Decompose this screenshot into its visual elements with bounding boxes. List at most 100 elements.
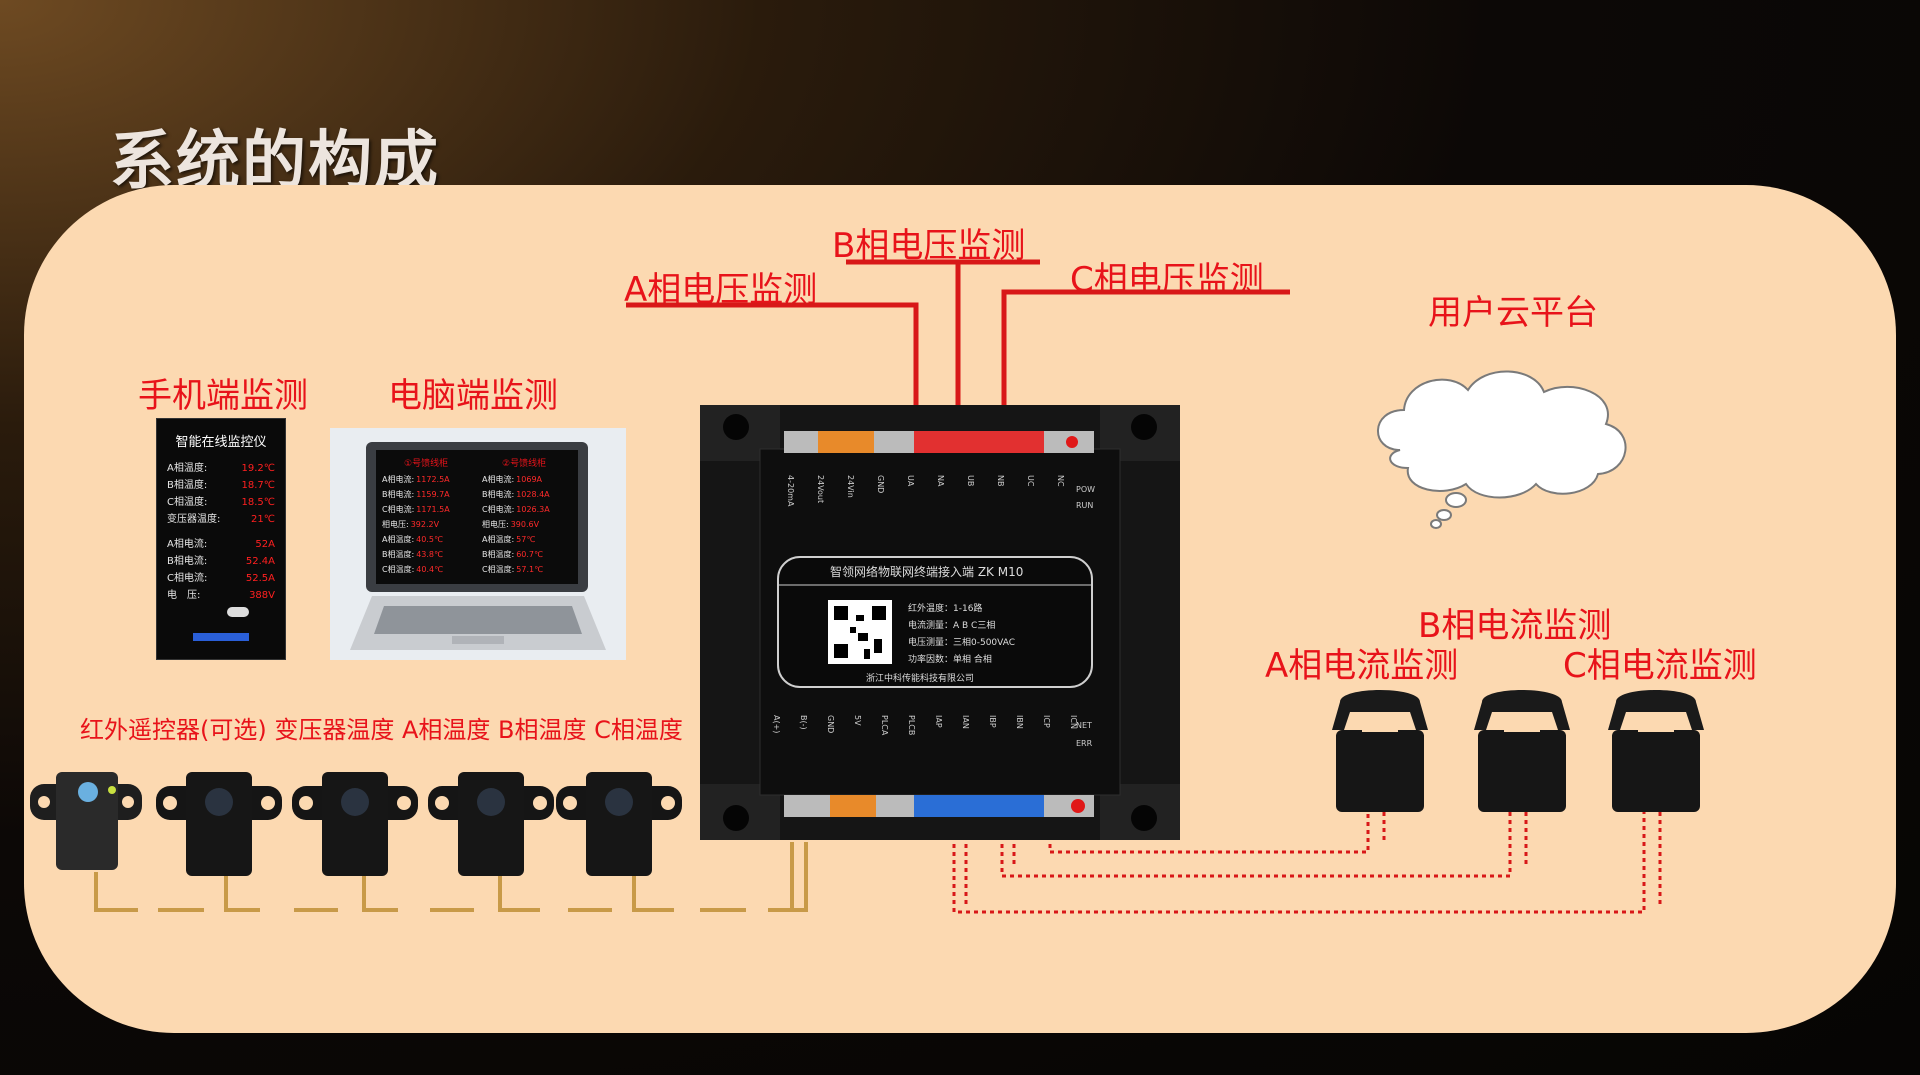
led-net: NET [1076,721,1092,730]
sensors-label: 红外遥控器(可选) 变压器温度 A相温度 B相温度 C相温度 [80,716,683,744]
terminal-label: GND [826,715,835,734]
terminal-label: 24Vout [816,475,825,504]
laptop-row: C相电流:1171.5A [382,502,450,517]
phone-row: C相电流:52.5A [157,570,285,587]
laptop-row: B相电流:1028.4A [482,487,550,502]
terminal-label: UC [1026,475,1035,487]
laptop-row-value: 40.5℃ [416,535,443,544]
phone-row: 变压器温度: 21℃ [157,511,285,528]
c-current-label: C相电流监测 [1563,646,1757,686]
laptop-row: A相温度:57℃ [482,532,550,547]
laptop-row-value: 392.2V [410,520,440,529]
laptop-row-value: 1171.5A [416,505,450,514]
phone-row-label: C相温度: [167,497,208,508]
laptop-row-value: 1172.5A [416,475,450,484]
laptop-col1-title: ①号馈线柜 [404,459,449,469]
phone-button[interactable] [193,633,249,641]
pc-label: 电脑端监测 [388,376,558,416]
phone-row-value: 52.4A [245,556,275,567]
b-phase-temp-sensor [428,772,554,876]
laptop-body [330,428,626,660]
phone-row-label: 变压器温度: [167,514,221,525]
phone-row-label: B相电流: [167,556,208,567]
phone-row: 电 压:388V [157,587,285,604]
laptop-row: B相温度:60.7℃ [482,547,550,562]
laptop-row: C相温度:57.1℃ [482,562,550,577]
laptop-row: C相电流:1026.3A [482,502,550,517]
cloud-label: 用户云平台 [1428,293,1598,333]
bottom-terminal-block [784,795,1094,817]
laptop-row-label: C相电流: [382,505,415,514]
phone-row: B相电流: 52.4A [157,553,285,570]
laptop-row-value: 390.6V [510,520,540,529]
current-wires [952,812,1662,914]
phone-toggle[interactable] [227,607,249,617]
device-name: 智领网络物联网终端接入端 ZK M10 [830,565,1024,579]
terminal-label: 4-20mA [786,475,795,507]
phone-title: 智能在线监控仪 [175,435,267,450]
terminal-label: IBN [1015,715,1024,729]
device-specs: 红外温度：1-16路电流测量：A B C三相电压测量：三相0-500VAC 功率因… [908,601,1015,669]
device-spec: 红外温度：1-16路 [908,604,983,614]
laptop-row-label: B相温度: [482,550,515,559]
a-phase-ct-clamp [1332,690,1428,812]
phone-row: A相电流:52A [157,536,285,553]
laptop-row-label: A相电流: [382,475,415,484]
laptop-row-value: 40.4℃ [416,565,444,574]
terminal-label: 24Vin [846,475,855,498]
laptop-row-label: A相电流: [482,475,515,484]
laptop-row-label: 相电压: [482,520,509,529]
phone-row-label: A相温度: [167,463,208,474]
phone-row: C相温度: 18.5℃ [157,494,285,511]
laptop-row-value: 1026.3A [516,505,550,514]
laptop-row-label: C相温度: [382,565,415,574]
led-pow: POW [1076,485,1096,494]
laptop-row-value: 1069A [516,475,543,484]
terminal-label: NB [996,475,1005,487]
terminal-label: ICN [1069,715,1078,729]
terminal-label: GND [876,475,885,494]
b-phase-ct-clamp [1474,690,1570,812]
terminal-label: PLCB [907,715,916,736]
terminal-label: IBP [988,715,997,728]
laptop-row-value: 1159.7A [416,490,450,499]
terminal-label: 5V [853,715,862,726]
laptop-row-value: 60.7℃ [516,550,543,559]
laptop-row-label: A相温度: [382,535,415,544]
laptop-row: C相温度:40.4℃ [382,562,450,577]
phone-row-label: B相温度: [167,480,208,491]
laptop-row-label: B相电流: [482,490,515,499]
phone-row: B相温度:18.7℃ [157,477,285,494]
laptop-row: A相电流:1069A [482,472,550,487]
cloud-icon [1377,370,1627,529]
laptop-row: B相电流:1159.7A [382,487,450,502]
laptop-row: A相电流:1172.5A [382,472,450,487]
device-spec: 电压测量：三相0-500VAC [908,638,1016,648]
terminal-label: IAP [934,715,943,728]
laptop-row: 相电压:392.2V [382,517,450,532]
laptop-row-label: C相温度: [482,565,515,574]
laptop-row: 相电压:390.6V [482,517,550,532]
terminal-label: IAN [961,715,970,729]
phone-row-value: 388V [249,590,275,601]
device-spec: 电流测量：A B C三相 [908,621,996,631]
b-voltage-label: B相电压监测 [832,226,1026,266]
laptop-row-value: 43.8℃ [416,550,443,559]
terminal-label: UB [966,475,975,487]
ir-remote-sensor [30,772,142,870]
phone-row-value: 21℃ [251,514,275,525]
top-terminal-block [784,431,1094,453]
phone-row-value: 18.5℃ [241,497,276,508]
laptop-row: B相温度:43.8℃ [382,547,450,562]
device-spec: 功率因数：单相 合相 [908,655,992,665]
c-phase-ct-clamp [1608,690,1704,812]
laptop-row: A相温度:40.5℃ [382,532,450,547]
laptop-col2-title: ②号馈线柜 [502,459,547,469]
led-err: ERR [1076,739,1093,748]
